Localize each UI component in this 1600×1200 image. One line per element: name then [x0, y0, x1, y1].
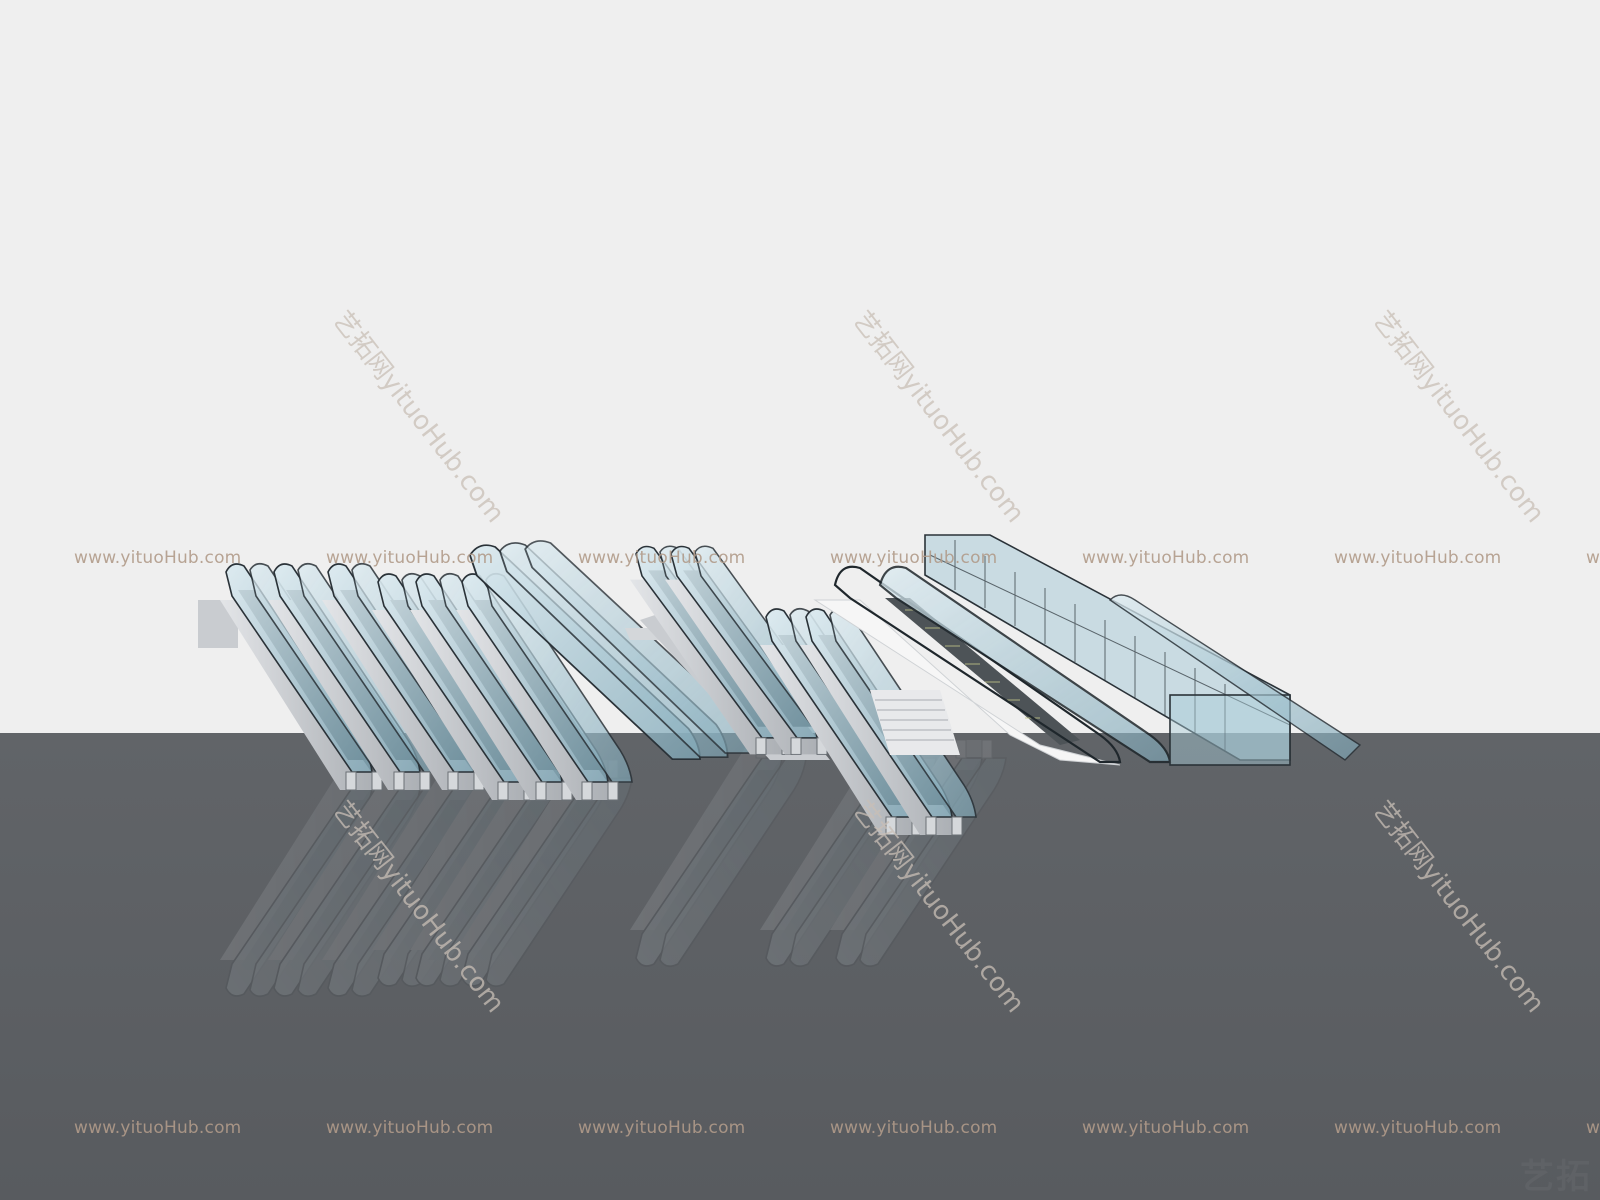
escalator-group-middle: [625, 545, 977, 836]
watermark-text: www.yituoHub.com: [1334, 548, 1502, 568]
watermark-text: www.yituoHub.com: [830, 1118, 998, 1138]
escalator-canopy: [924, 534, 1362, 766]
watermark-text: www.yituoHub.com: [326, 1118, 494, 1138]
escalator-group-left: [198, 562, 633, 801]
watermark-row-top: www.yituoHub.com www.yituoHub.com www.yi…: [0, 548, 1600, 572]
watermark-text: www.yituoHub.com: [1334, 1118, 1502, 1138]
watermark-text: www.yituoHub.com: [1586, 1118, 1600, 1138]
watermark-text: www.yituoHub.com: [74, 1118, 242, 1138]
watermark-text: www.yituoHub.com: [1586, 548, 1600, 568]
watermark-text: www.yituoHub.com: [1082, 548, 1250, 568]
watermark-text: www.yituoHub.com: [578, 548, 746, 568]
corner-logo: 艺拓: [1520, 1157, 1592, 1197]
watermark-text: www.yituoHub.com: [830, 548, 998, 568]
watermark-text: www.yituoHub.com: [74, 548, 242, 568]
watermark-row-bottom: www.yituoHub.com www.yituoHub.com www.yi…: [0, 1118, 1600, 1142]
watermark-text: www.yituoHub.com: [1082, 1118, 1250, 1138]
watermark-text: www.yituoHub.com: [326, 548, 494, 568]
watermark-text: www.yituoHub.com: [578, 1118, 746, 1138]
escalator-group-tall: [469, 540, 754, 761]
